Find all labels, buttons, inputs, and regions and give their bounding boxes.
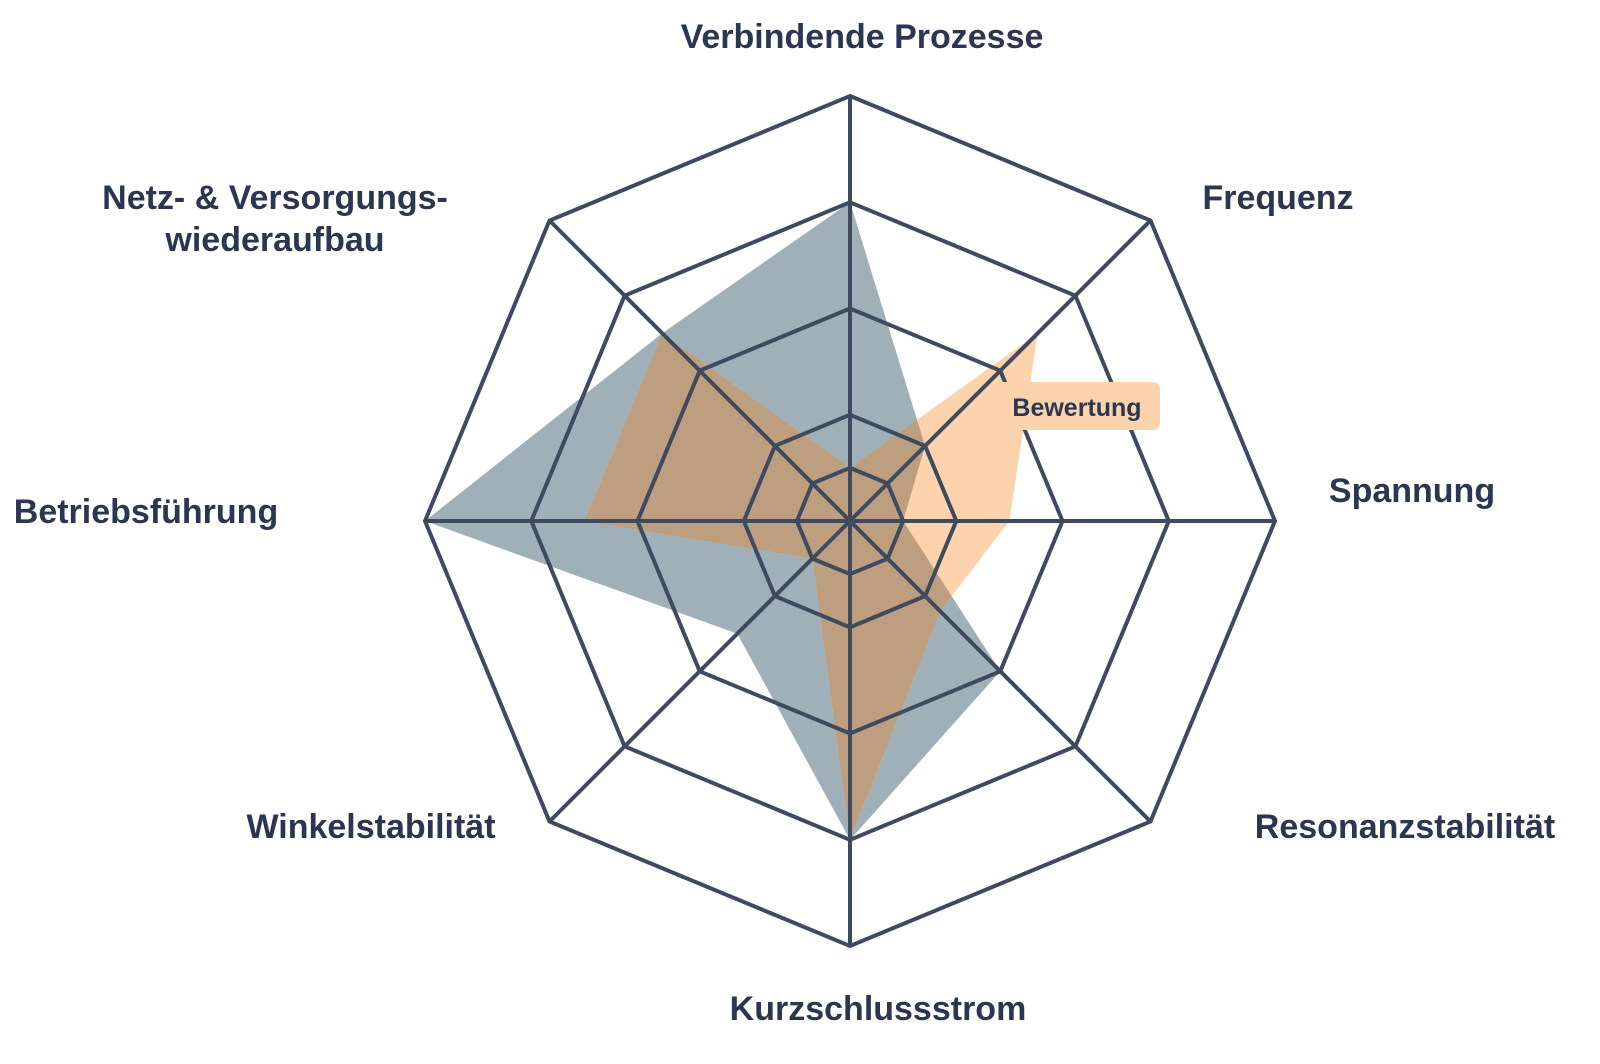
bewertung-badge [994,382,1160,430]
grid-spoke-4 [848,519,1152,823]
grid-spoke-2 [848,219,1152,523]
axis-label-5-line-1: Kurzschlussstrom [730,990,1027,1028]
series-badge: Bewertung [994,382,1160,430]
axis-label-1-line-1: Verbindende Prozesse [681,18,1044,56]
axis-label-3: Spannung [1329,472,1495,510]
radar-grid [422,93,1278,949]
axis-label-2-line-1: Frequenz [1202,179,1353,217]
axis-label-6-line-1: Winkelstabilität [246,808,495,846]
grid-spoke-6 [548,519,852,823]
bewertung-badge-label: Bewertung [1012,394,1141,422]
axis-label-3-line-1: Spannung [1329,472,1495,510]
axis-label-4-line-1: Resonanzstabilität [1255,808,1555,846]
grid-spoke-8 [548,219,852,523]
axis-label-7: Betriebsführung [14,493,278,531]
axis-label-8: Netz- & Versorgungs-wiederaufbau [102,179,448,259]
axis-label-1: Verbindende Prozesse [681,18,1044,56]
axis-label-8-line-2: wiederaufbau [164,221,384,259]
axis-label-4: Resonanzstabilität [1255,808,1555,846]
axis-labels: Verbindende ProzesseFrequenzSpannungReso… [14,18,1555,1028]
axis-label-7-line-1: Betriebsführung [14,493,278,531]
axis-label-2: Frequenz [1202,179,1353,217]
axis-label-5: Kurzschlussstrom [730,990,1027,1028]
axis-label-6: Winkelstabilität [246,808,495,846]
axis-label-8-line-1: Netz- & Versorgungs- [102,179,448,217]
